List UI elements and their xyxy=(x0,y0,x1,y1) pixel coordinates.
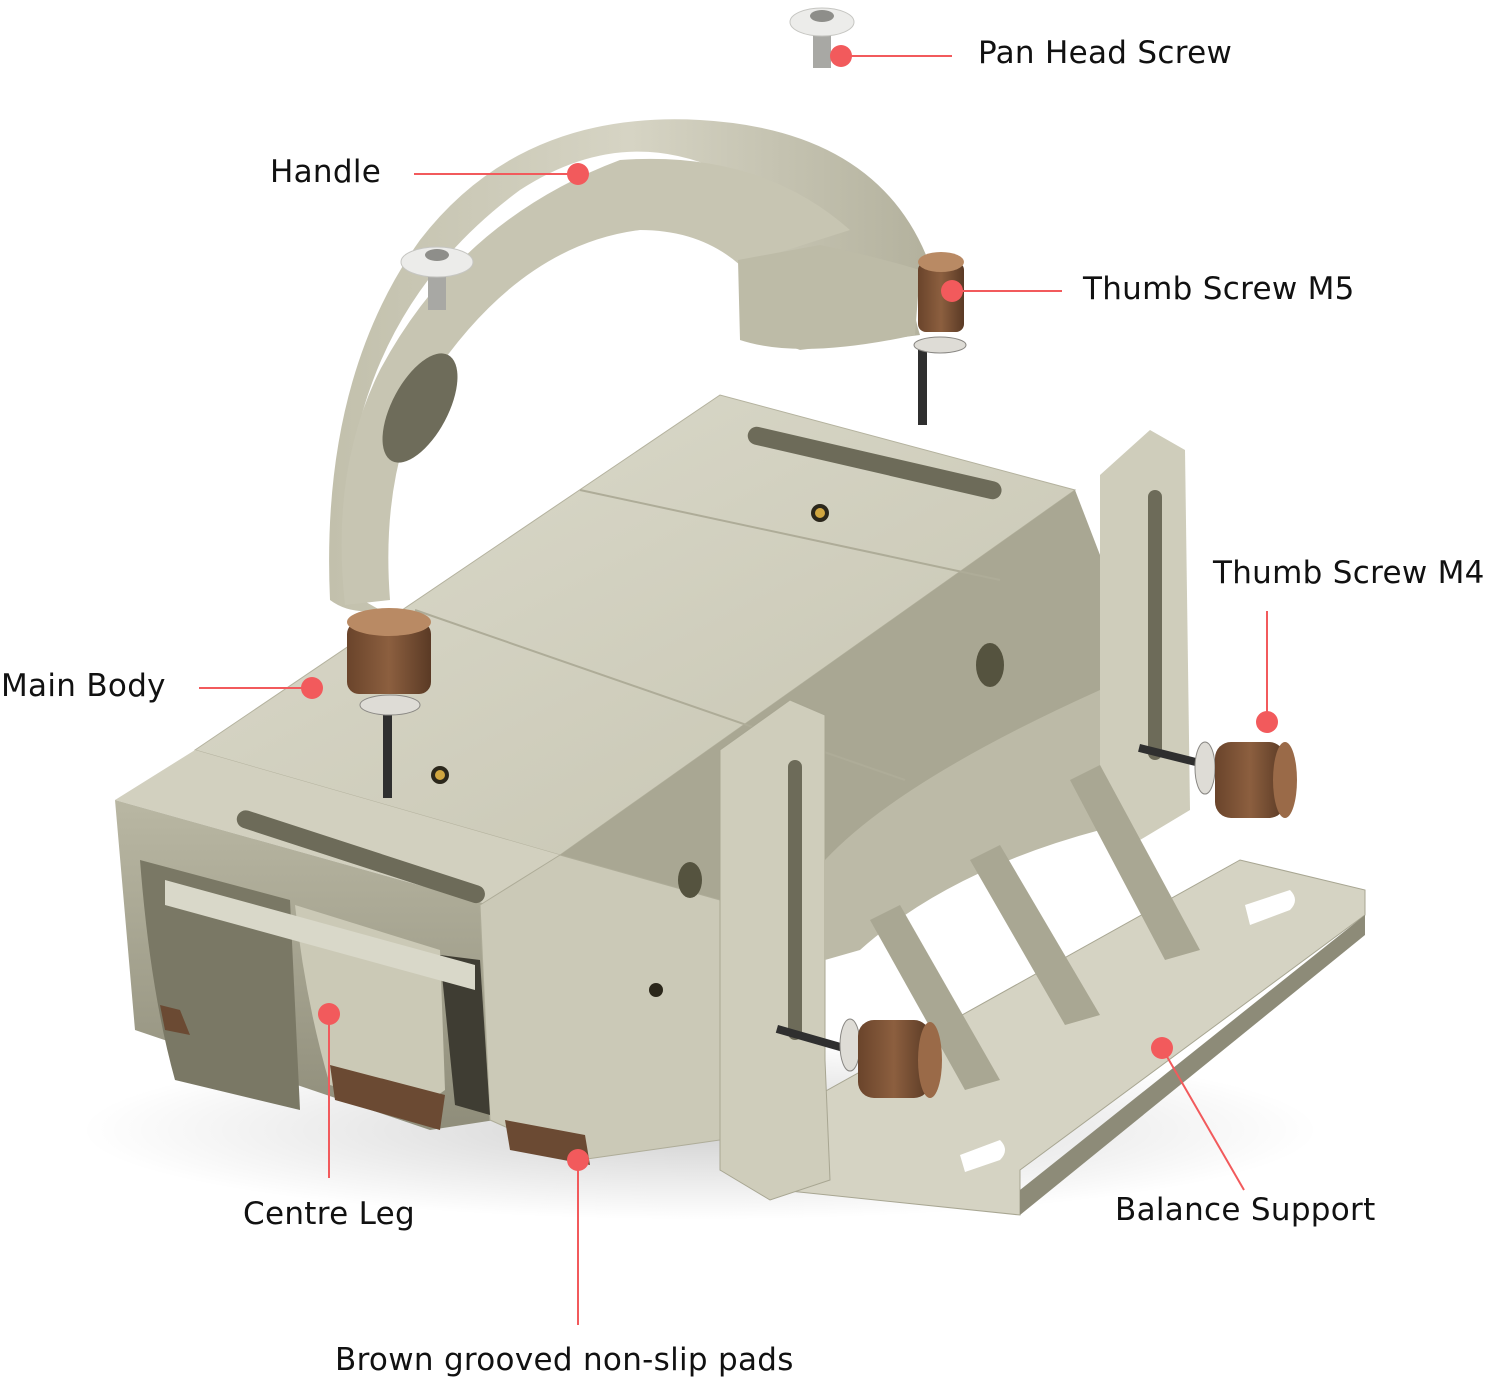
marker-main-body xyxy=(301,677,323,699)
pad-left xyxy=(160,1005,190,1035)
pan-head-screw-top xyxy=(789,7,855,68)
label-main-body: Main Body xyxy=(1,668,166,704)
thumb-screw-m4-left xyxy=(775,1018,942,1098)
balance-support-shape xyxy=(719,430,1366,1216)
label-centre-leg: Centre Leg xyxy=(243,1196,415,1232)
thumb-screw-m5-top xyxy=(913,252,967,425)
pan-head-screw-handle xyxy=(400,246,474,310)
marker-thumb-screw-m4 xyxy=(1256,711,1278,733)
label-balance-support: Balance Support xyxy=(1115,1192,1376,1228)
marker-pan-head-screw xyxy=(830,45,852,67)
thumb-screw-m5-main xyxy=(347,608,431,798)
marker-balance-support xyxy=(1151,1037,1173,1059)
label-thumb-screw-m4: Thumb Screw M4 xyxy=(1213,555,1485,591)
pad-right xyxy=(505,1120,590,1165)
label-non-slip-pads: Brown grooved non-slip pads xyxy=(335,1342,794,1378)
handle-shape xyxy=(329,119,930,612)
label-handle: Handle xyxy=(270,154,382,190)
leader-balance-support xyxy=(1161,1047,1245,1191)
thumb-screw-m4-right xyxy=(1138,741,1297,818)
main-body-shape xyxy=(115,394,1100,1165)
marker-centre-leg xyxy=(318,1003,340,1025)
marker-thumb-screw-m5 xyxy=(941,280,963,302)
marker-handle xyxy=(567,163,589,185)
pad-centre xyxy=(330,1065,445,1130)
label-thumb-screw-m5: Thumb Screw M5 xyxy=(1083,271,1355,307)
marker-non-slip-pads xyxy=(567,1149,589,1171)
label-pan-head-screw: Pan Head Screw xyxy=(978,35,1233,71)
